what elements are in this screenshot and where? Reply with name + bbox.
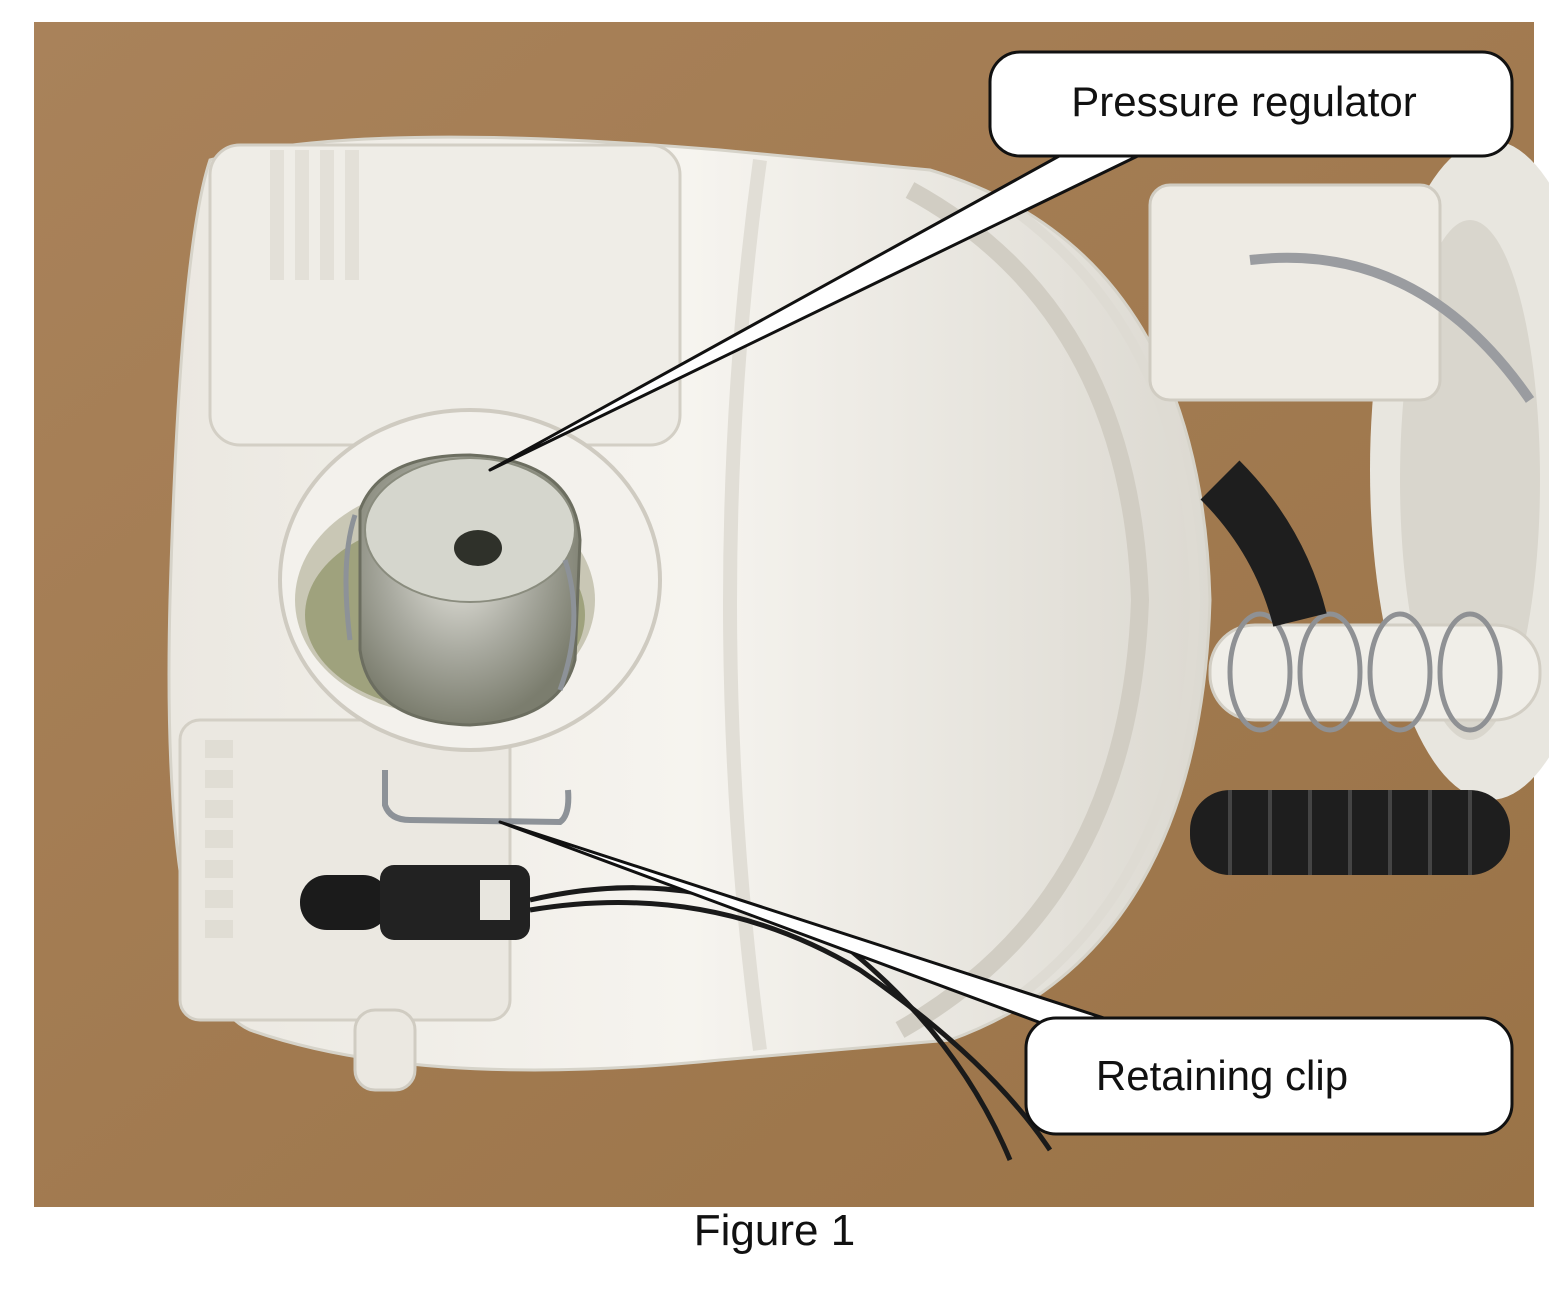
retaining-clip [382, 770, 572, 826]
wire [529, 900, 1053, 1152]
callout-box-pressure [988, 50, 1514, 158]
outlet-nipple [353, 1008, 417, 1092]
regulator-top [364, 457, 576, 603]
housing-rib [997, 195, 1201, 1015]
top-connector [1148, 183, 1442, 402]
sensor-wire [1249, 252, 1535, 403]
callout-label-pressure: Pressure regulator [1071, 78, 1417, 125]
housing-rib [895, 182, 1150, 1038]
callout-box-clip [1024, 1016, 1514, 1136]
fuel-tube [1208, 623, 1542, 722]
spring-coil [1227, 611, 1503, 733]
connector-tab [480, 880, 510, 920]
black-hose-upper [1200, 460, 1327, 628]
gear-teeth [205, 740, 233, 938]
clip-loop [343, 514, 577, 691]
figure-caption: Figure 1 [693, 1206, 856, 1255]
connector-plug [300, 875, 390, 930]
ridge-comb [270, 150, 359, 280]
callout-label-clip: Retaining clip [1096, 1052, 1348, 1099]
regulator-port [454, 530, 502, 566]
hose-ridges [1228, 790, 1472, 875]
